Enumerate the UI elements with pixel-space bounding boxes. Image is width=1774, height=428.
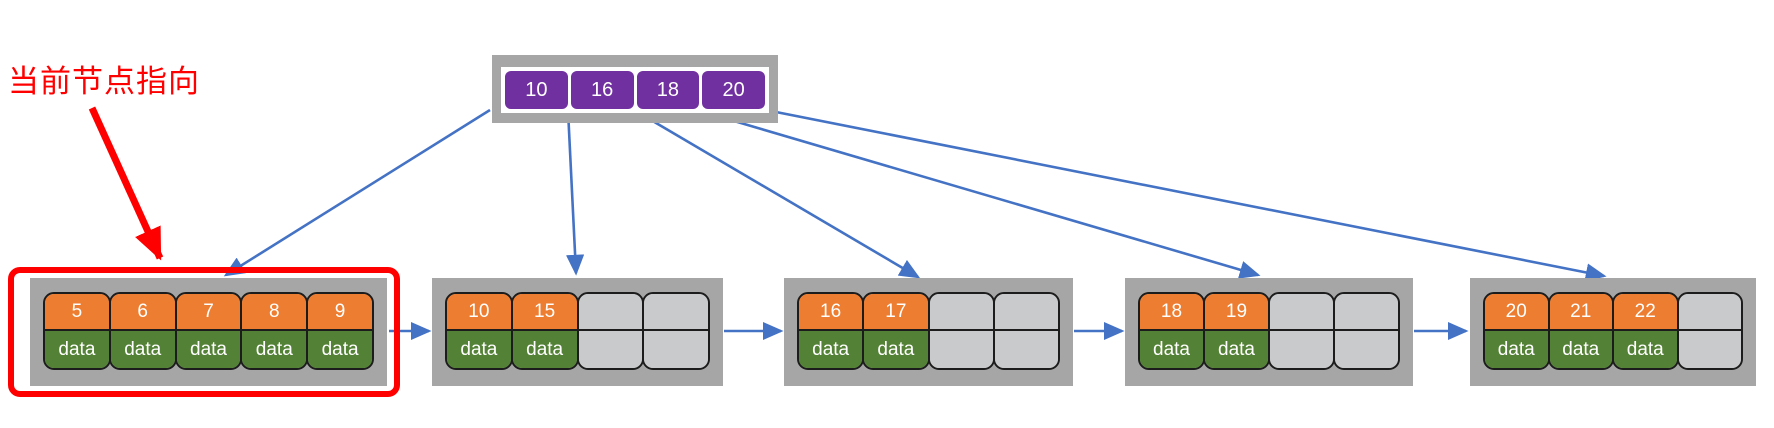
- leaf-empty-key-cell: [929, 294, 993, 331]
- leaf-data-cell: data: [1205, 331, 1268, 368]
- leaf-empty-slot: [992, 292, 1060, 370]
- leaf-key-cell: 22: [1614, 294, 1677, 331]
- leaf-data-cell: data: [1549, 331, 1612, 368]
- leaf-empty-slot: [1333, 292, 1400, 370]
- leaf-empty-data-cell: [578, 331, 643, 368]
- leaf-empty-slot: [576, 292, 645, 370]
- root-to-leaf1-arrow: [223, 108, 491, 277]
- leaf-data-cell: data: [447, 331, 511, 368]
- leaf-empty-slot: [927, 292, 995, 370]
- leaf-key-cell: 7: [176, 294, 241, 331]
- root-key-cell: 20: [702, 71, 765, 109]
- leaf-empty-key-cell: [1270, 294, 1333, 331]
- leaf-key-cell: 19: [1205, 294, 1268, 331]
- leaf-empty-key-cell: [644, 294, 708, 331]
- leaf-empty-data-cell: [644, 331, 708, 368]
- leaf-key-cell: 9: [308, 294, 372, 331]
- leaf-data-cell: data: [512, 331, 577, 368]
- leaf-empty-key-cell: [1335, 294, 1398, 331]
- leaf-key-cell: 17: [864, 294, 928, 331]
- leaf-key-cell: 21: [1549, 294, 1612, 331]
- leaf-data-cell: data: [242, 331, 307, 368]
- leaf-key-cell: 18: [1140, 294, 1203, 331]
- root-to-leaf2-arrow: [566, 109, 585, 276]
- leaf-empty-data-cell: [1678, 331, 1741, 368]
- leaf-empty-data-cell: [1270, 331, 1333, 368]
- leaf-key-cell: 20: [1485, 294, 1548, 331]
- annotation-arrow: [88, 106, 164, 261]
- leaf-key-cell: 8: [242, 294, 307, 331]
- leaf-data-cell: data: [1140, 331, 1203, 368]
- leaf-empty-data-cell: [929, 331, 993, 368]
- root-to-leaf3-arrow: [633, 108, 921, 279]
- leaf-empty-key-cell: [1678, 294, 1741, 331]
- leaf-data-cell: data: [308, 331, 372, 368]
- leaf-key-cell: 6: [110, 294, 175, 331]
- leaf-key-cell: 10: [447, 294, 511, 331]
- leaf-key-cell: 15: [512, 294, 577, 331]
- root-key-cell: 18: [636, 71, 700, 109]
- leaf-empty-slot: [642, 292, 710, 370]
- leaf-data-cell: data: [799, 331, 863, 368]
- leaf-empty-data-cell: [1335, 331, 1398, 368]
- leaf-empty-slot: [1268, 292, 1335, 370]
- leaf-data-cell: data: [45, 331, 109, 368]
- leaf-key-cell: 5: [45, 294, 109, 331]
- root-key-cell: 16: [570, 71, 634, 109]
- root-to-leaf5-arrow: [775, 110, 1607, 282]
- leaf-empty-slot: [1676, 292, 1743, 370]
- current-node-highlight-box: [8, 267, 400, 397]
- leaf-data-cell: data: [176, 331, 241, 368]
- leaf-data-cell: data: [110, 331, 175, 368]
- leaf-data-cell: data: [1485, 331, 1548, 368]
- root-to-leaf4-arrow: [699, 109, 1261, 279]
- leaf-data-cell: data: [1614, 331, 1677, 368]
- annotation-current-node-label: 当前节点指向: [8, 64, 200, 99]
- leaf-key-cell: 16: [799, 294, 863, 331]
- leaf-empty-key-cell: [578, 294, 643, 331]
- leaf-empty-data-cell: [994, 331, 1058, 368]
- leaf-empty-key-cell: [994, 294, 1058, 331]
- root-key-cell: 10: [505, 71, 568, 109]
- leaf-data-cell: data: [864, 331, 928, 368]
